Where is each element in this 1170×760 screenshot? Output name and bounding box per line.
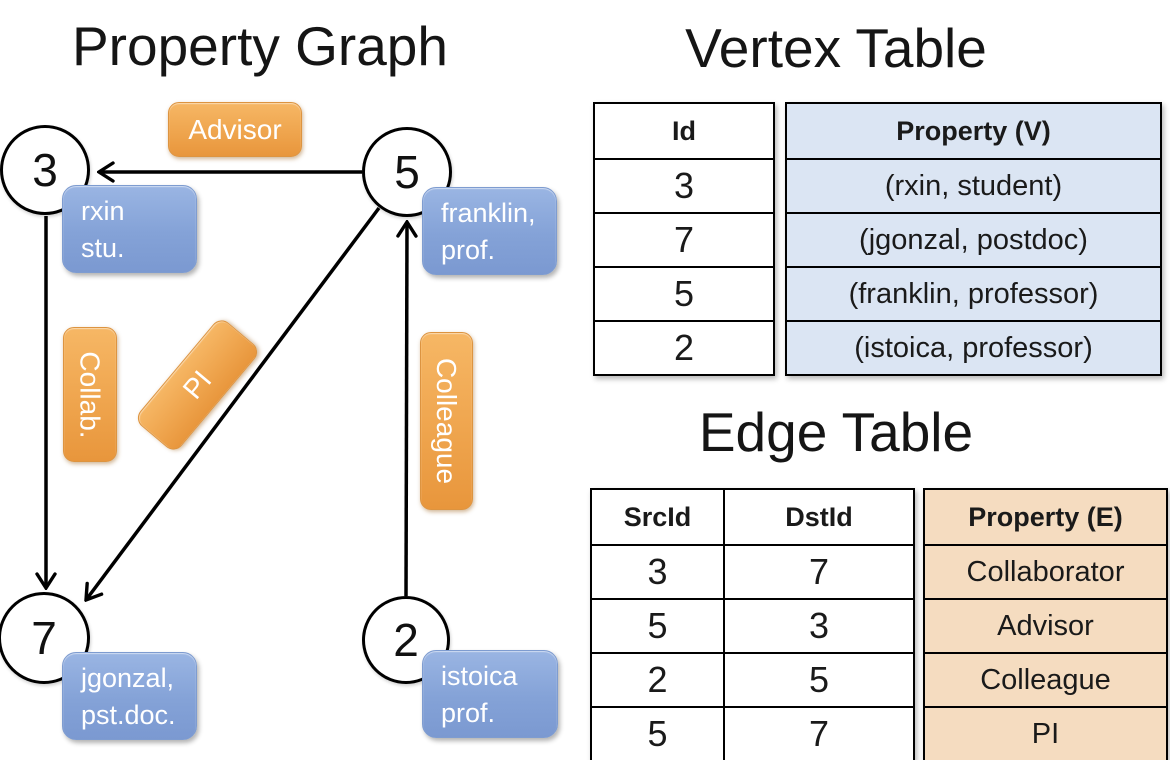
vertex-box-rxin-line1: rxin [81,196,125,226]
edge-table-property-cell: PI [925,706,1166,760]
edge-table-property-cell: Advisor [925,598,1166,652]
edge-table-dstid-cell: 7 [723,706,913,760]
vertex-table-property-header: Property (V) [787,104,1160,158]
edge-table-dstid-cell: 7 [723,544,913,598]
vertex-table-id-cell: 3 [595,158,773,212]
vertex-table-property-cell: (franklin, professor) [787,266,1160,320]
edge-table-property-cell: Colleague [925,652,1166,706]
edge-table-property-header: Property (E) [925,490,1166,544]
edge-label-pi-text: PI [176,364,218,405]
graph-node-2: 2 [362,596,450,684]
property-graph-title: Property Graph [71,15,448,77]
vertex-table-id-cell: 7 [595,212,773,266]
edge-table-property-cell: Collaborator [925,544,1166,598]
vertex-table-property-cell: (jgonzal, postdoc) [787,212,1160,266]
edge-table-srcid-header: SrcId [623,501,692,532]
edge-table-title: Edge Table [698,401,974,463]
edge-colleague-2-to-5 [406,222,407,597]
vertex-box-jgonzal-line2: pst.doc. [81,700,176,730]
vertex-box-istoica-line2: prof. [441,698,496,728]
vertex-table-id-header: Id [672,115,696,146]
edge-table-srcid-cell: 2 [592,652,723,706]
edge-table-srcid-cell: 3 [592,544,723,598]
edge-table-dstid-cell: 5 [723,652,913,706]
edge-pi-5-to-7 [86,206,381,600]
edge-label-advisor: Advisor [168,102,302,157]
vertex-table-id-cell: 5 [595,266,773,320]
vertex-table-property-cell: (rxin, student) [787,158,1160,212]
edge-label-colleague-text: Colleague [431,357,463,485]
vertex-box-franklin: franklin, prof. [422,187,557,275]
edge-label-colleague: Colleague [420,332,473,510]
vertex-table-id-column: Id 3 7 5 2 [593,102,775,376]
edge-table-srcid-cell: 5 [592,598,723,652]
vertex-box-jgonzal-line1: jgonzal, [81,663,175,693]
graph-edges-layer [0,0,580,760]
graph-node-5: 5 [362,127,452,217]
node-5-id: 5 [394,146,420,198]
vertex-table-property-column: Property (V) (rxin, student) (jgonzal, p… [785,102,1162,376]
vertex-table-title: Vertex Table [685,17,987,79]
vertex-box-franklin-line1: franklin, [441,198,536,228]
vertex-box-istoica-line1: istoica [441,661,518,691]
vertex-box-rxin-line2: stu. [81,233,125,263]
vertex-box-jgonzal: jgonzal, pst.doc. [62,652,197,740]
vertex-box-istoica: istoica prof. [422,650,558,738]
edge-table-dstid-cell: 3 [723,598,913,652]
edge-label-collab: Collab. [63,327,117,462]
node-3-id: 3 [32,144,58,196]
vertex-table-property-cell: (istoica, professor) [787,320,1160,374]
edge-table-srcid-cell: 5 [592,706,723,760]
vertex-table-id-cell: 2 [595,320,773,374]
edge-label-advisor-text: Advisor [188,113,282,145]
vertex-box-franklin-line2: prof. [441,235,496,265]
edge-table-property-column: Property (E) Collaborator Advisor Collea… [923,488,1168,760]
edge-label-collab-text: Collab. [75,350,107,439]
edge-table-dstid-header: DstId [723,490,913,544]
vertex-box-rxin: rxin stu. [62,185,197,273]
edge-table-ids-columns: SrcId DstId 3 7 5 3 2 5 5 7 [590,488,915,760]
node-7-id: 7 [31,612,57,664]
node-2-id: 2 [393,614,419,666]
